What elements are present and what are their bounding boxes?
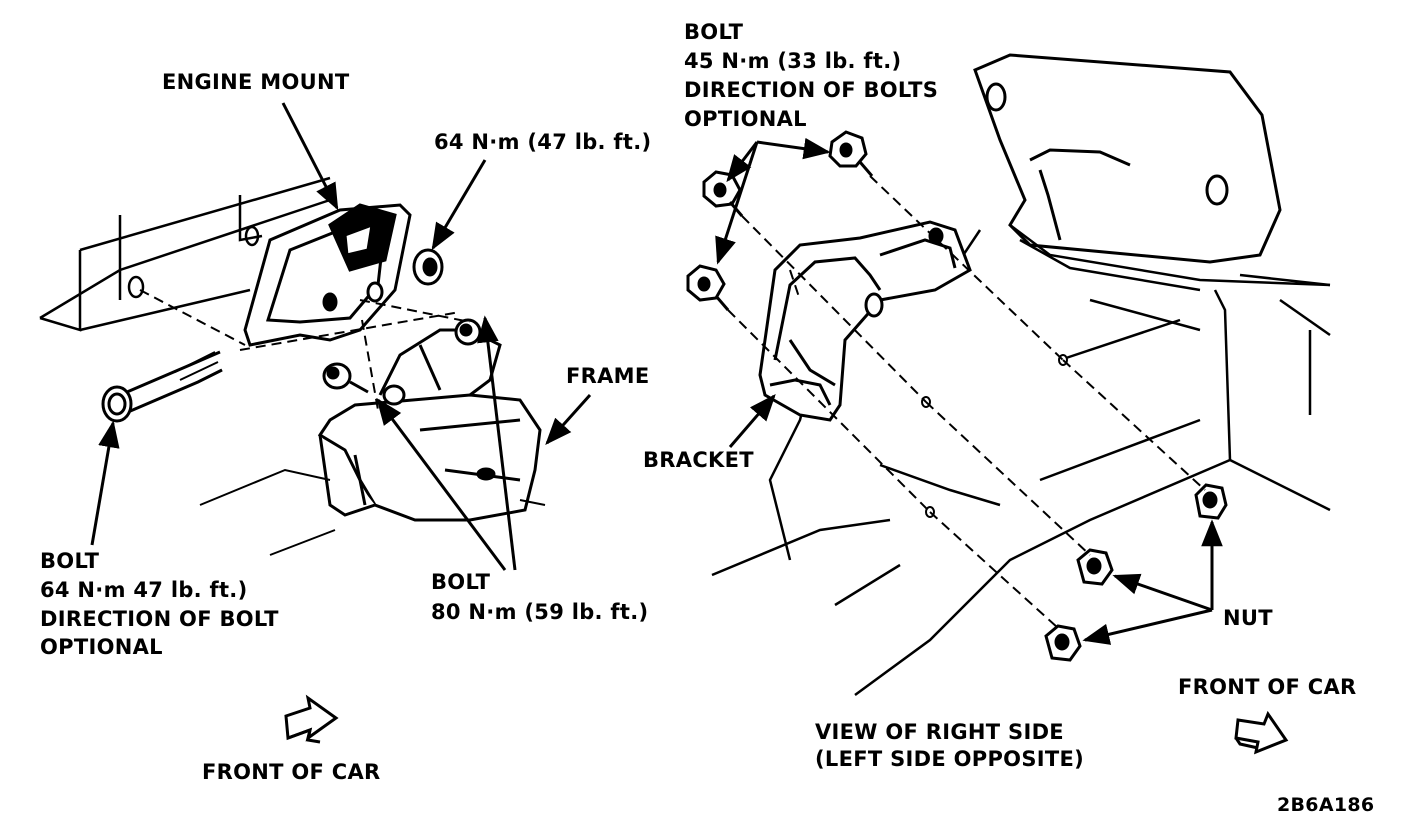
lower-bolt-title: BOLT bbox=[431, 570, 491, 594]
right-hole-marks bbox=[921, 354, 1068, 518]
right-leader-arrows bbox=[715, 137, 1223, 645]
left-ground-lines bbox=[199, 468, 546, 556]
right-bolt-note-line2: OPTIONAL bbox=[684, 107, 807, 131]
right-frame-body bbox=[711, 224, 1331, 697]
through-bolt-title: BOLT bbox=[40, 549, 100, 573]
through-bolt bbox=[101, 350, 223, 423]
frame-label: FRAME bbox=[566, 364, 650, 388]
view-caption-line1: VIEW OF RIGHT SIDE bbox=[815, 720, 1064, 744]
figure-code: 2B6A186 bbox=[1277, 794, 1375, 816]
right-bolts bbox=[686, 130, 874, 311]
left-front-arrow bbox=[284, 694, 339, 744]
engine-mount-label: ENGINE MOUNT bbox=[162, 70, 350, 94]
left-engine-block bbox=[39, 176, 331, 332]
right-front-of-car-label: FRONT OF CAR bbox=[1178, 675, 1357, 699]
top-bolt-torque-label: 64 N·m (47 lb. ft.) bbox=[434, 130, 652, 154]
through-bolt-torque: 64 N·m 47 lb. ft.) bbox=[40, 578, 248, 602]
right-front-arrow bbox=[1234, 710, 1289, 755]
view-caption-line2: (LEFT SIDE OPPOSITE) bbox=[815, 747, 1085, 771]
lower-bolt-torque: 80 N·m (59 lb. ft.) bbox=[431, 600, 649, 624]
engine-mount-part bbox=[243, 203, 412, 347]
left-frame bbox=[317, 328, 542, 522]
nut-label: NUT bbox=[1223, 606, 1273, 630]
through-bolt-note-line1: DIRECTION OF BOLT bbox=[40, 607, 279, 631]
bracket-part bbox=[758, 220, 972, 422]
right-bolt-torque: 45 N·m (33 lb. ft.) bbox=[684, 49, 902, 73]
bracket-label: BRACKET bbox=[643, 448, 754, 472]
right-nuts bbox=[1044, 483, 1228, 662]
left-front-of-car-label: FRONT OF CAR bbox=[202, 760, 381, 784]
right-bolt-note-line1: DIRECTION OF BOLTS bbox=[684, 78, 939, 102]
through-bolt-note-line2: OPTIONAL bbox=[40, 635, 163, 659]
left-leader-arrows bbox=[90, 102, 592, 571]
left-alignment-lines bbox=[139, 289, 471, 411]
right-bolt-title: BOLT bbox=[684, 20, 744, 44]
right-alignment-lines bbox=[727, 175, 1206, 629]
right-engine-plate bbox=[973, 53, 1282, 264]
